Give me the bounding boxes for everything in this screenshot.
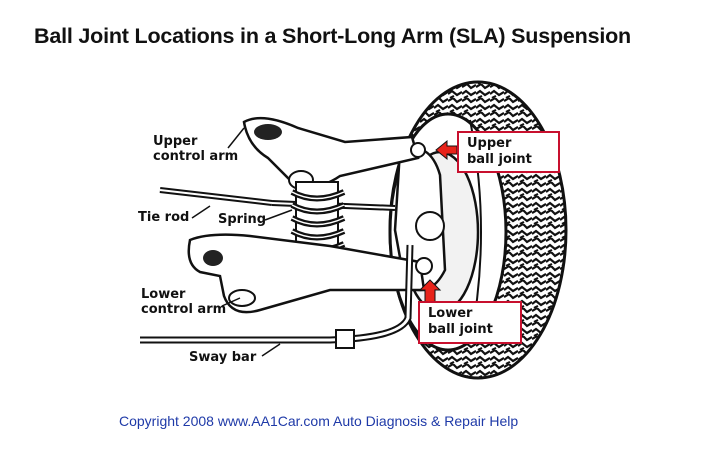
upper-ball-joint-marker [410,142,426,158]
upper-control-arm-label: Upper control arm [153,134,239,164]
copyright-notice: Copyright 2008 www.AA1Car.com Auto Diagn… [119,413,519,429]
page-title: Ball Joint Locations in a Short-Long Arm… [34,24,631,48]
sway-bar [140,244,414,349]
sway-bar-label: Sway bar [189,350,257,365]
leader-lines [191,127,293,357]
tie-rod-label: Tie rod [138,210,190,225]
tie-rod [159,187,396,211]
upper-ball-joint-callout: Upper ball joint [457,131,560,173]
lower-control-arm [187,233,426,314]
lower-ball-joint-marker [415,257,433,275]
lower-control-arm-label: Lower control arm [141,287,227,317]
spring-label: Spring [218,212,267,227]
lower-ball-joint-callout: Lower ball joint [418,301,522,344]
upper-control-arm [242,116,420,190]
